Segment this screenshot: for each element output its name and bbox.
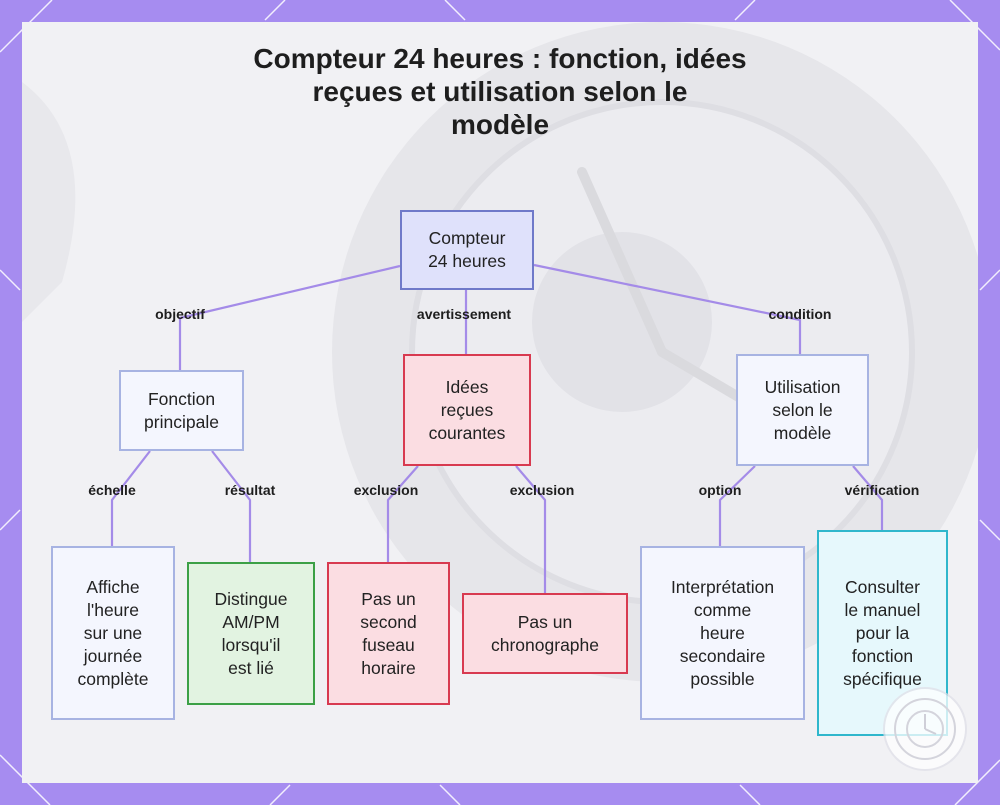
node-pas-second-fuseau: Pas un second fuseau horaire [327,562,450,705]
watch-logo-icon [883,687,967,771]
edge-label-echelle: échelle [88,482,136,498]
node-compteur-24-heures: Compteur 24 heures [400,210,534,290]
node-interpretation-heure-secondaire: Interprétation comme heure secondaire po… [640,546,805,720]
edge-label-verification: vérification [844,482,920,498]
node-idees-recues: Idées reçues courantes [403,354,531,466]
edge-idees-fuseau [386,465,419,562]
node-fonction-principale: Fonction principale [119,370,244,451]
diagram-title: Compteur 24 heures : fonction, idées reç… [253,43,747,140]
edge-fonction-affiche [110,450,151,546]
edge-fonction-distingue [211,450,252,562]
edge-utilisation-interpretation [718,465,756,546]
edge-label-resultat: résultat [224,482,276,498]
node-pas-chronographe: Pas un chronographe [462,593,628,674]
edge-label-option: option [698,482,742,498]
edge-label-avertissement: avertissement [416,306,512,322]
node-affiche-heure: Affiche l'heure sur une journée complète [51,546,175,720]
edge-root-fonction [178,264,401,370]
edge-label-exclusion-chrono: exclusion [509,482,575,498]
edge-label-objectif: objectif [155,306,205,322]
edge-idees-chrono [515,465,547,593]
node-utilisation-selon-modele: Utilisation selon le modèle [736,354,869,466]
edge-label-condition: condition [768,306,832,322]
edge-label-exclusion-fuseau: exclusion [353,482,419,498]
edge-utilisation-consulter [852,465,884,530]
node-distingue-am-pm: Distingue AM/PM lorsqu'il est lié [187,562,315,705]
edge-root-utilisation [533,263,802,354]
